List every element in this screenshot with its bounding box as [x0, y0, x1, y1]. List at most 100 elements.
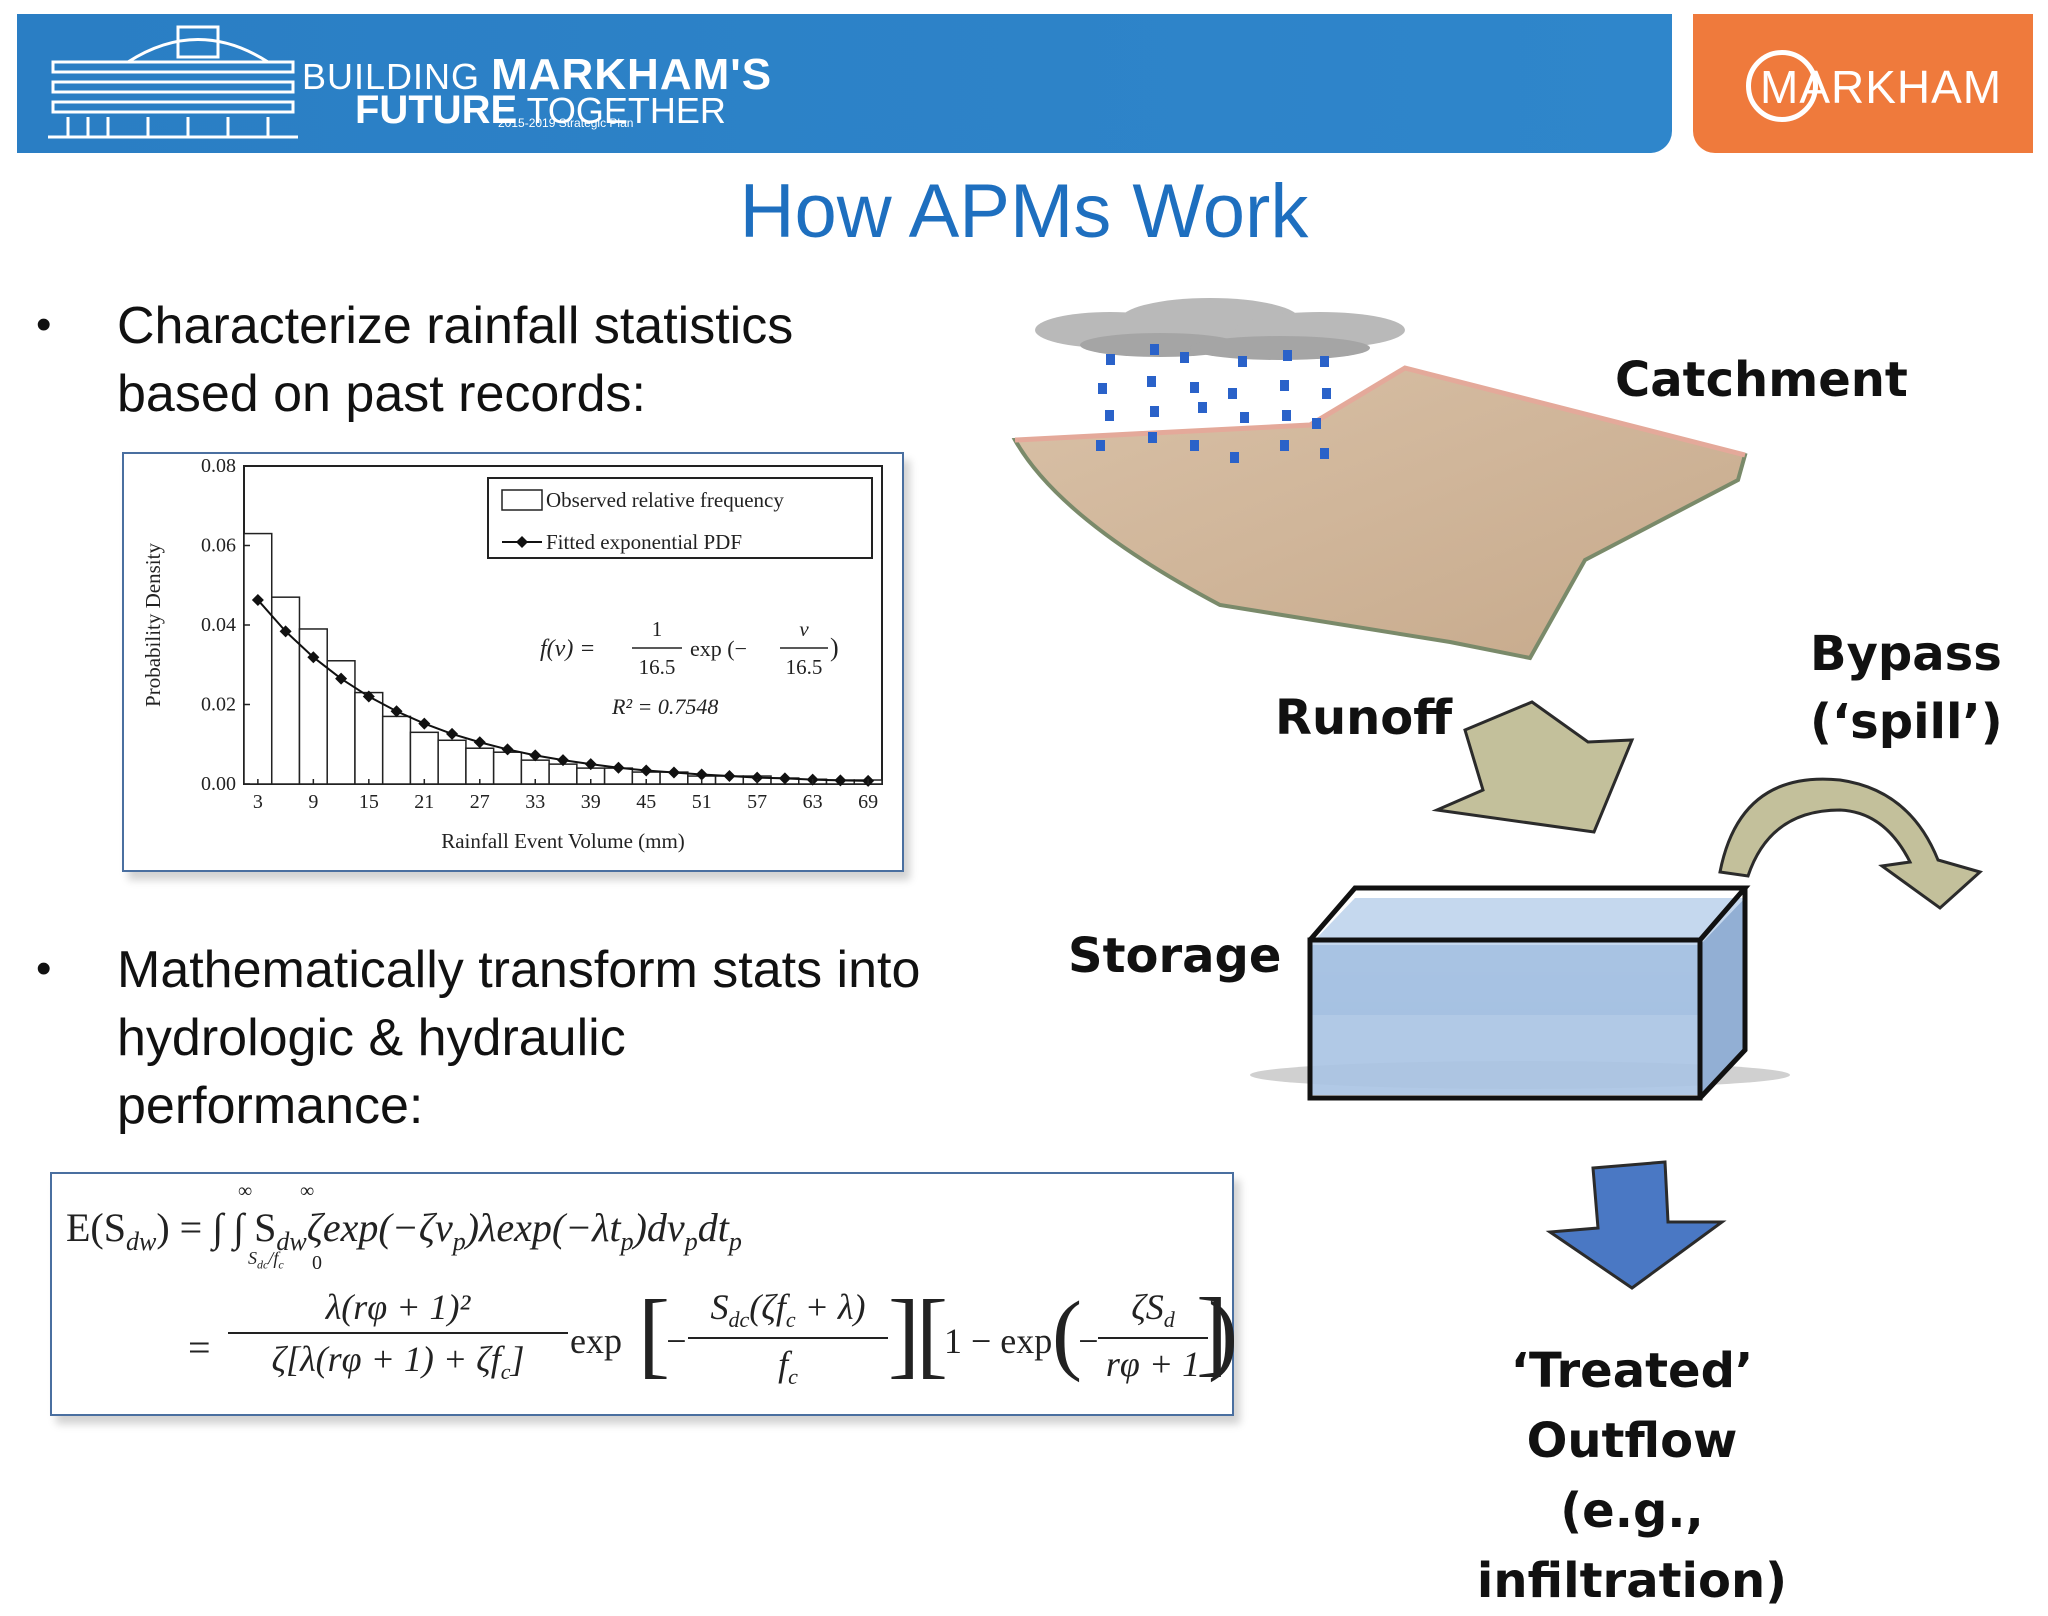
label-outflow: ‘Treated’ Outflow (e.g., infiltration) — [1412, 1336, 1852, 1616]
label-bypass-line-1: Bypass — [1810, 626, 2002, 682]
label-runoff: Runoff — [1275, 690, 1453, 746]
y-tick-label: 0.02 — [201, 694, 236, 716]
fraction-numerator: λ(rφ + 1)² — [325, 1287, 471, 1327]
fitted-point — [418, 717, 431, 730]
catchment-slab — [1011, 365, 1748, 661]
label-outflow-line-2: (e.g., infiltration) — [1476, 1483, 1788, 1609]
integral-upper-limit-2: ∞ — [300, 1180, 315, 1202]
y-tick-label: 0.04 — [201, 614, 236, 636]
legend-line-label: Fitted exponential PDF — [546, 530, 742, 554]
bullet-1-line-1: Characterize rainfall statistics — [117, 297, 794, 355]
rain-cloud-icon — [1035, 298, 1405, 360]
bracket-close-1-icon: ] — [888, 1280, 920, 1387]
fitted-point — [307, 651, 320, 664]
raindrops-icon — [1096, 344, 1331, 463]
histogram-bar — [270, 596, 301, 785]
histogram-bar — [548, 763, 578, 785]
x-tick-label: 51 — [692, 791, 712, 813]
bullet-2: Mathematically transform stats into hydr… — [117, 936, 920, 1140]
histogram-bar — [409, 731, 439, 785]
bullet-1-line-2: based on past records: — [117, 365, 646, 423]
fitted-point — [501, 743, 514, 756]
paren-close-icon: ) — [1208, 1284, 1238, 1383]
storage-tank — [1250, 885, 1790, 1101]
bracket-fraction-1: Sdc(ζfc + λ) fc — [688, 1286, 888, 1390]
runoff-arrow-icon — [1431, 700, 1635, 834]
formula-numerator: 1 — [652, 617, 663, 641]
fitted-point — [251, 593, 264, 606]
equation-one-minus-exp: 1 − exp — [944, 1321, 1053, 1361]
fitted-point — [778, 772, 791, 785]
formula-close-paren: ) — [830, 633, 839, 662]
brand-line-3: 2015-2019 Strategic Plan — [498, 116, 634, 130]
equation-equals: = — [188, 1325, 211, 1370]
histogram-bar — [243, 532, 273, 785]
legend-line-marker — [516, 536, 528, 548]
fitted-point — [529, 749, 542, 762]
fitted-point — [612, 761, 625, 774]
fitted-point — [640, 764, 653, 777]
label-storage: Storage — [1068, 928, 1282, 984]
integral-upper-limit-1: ∞ — [238, 1180, 253, 1202]
bullet-2-line-3: performance: — [117, 1077, 424, 1135]
formula-inner-denominator: 16.5 — [786, 655, 823, 679]
integral-lower-limit-2: 0 — [312, 1252, 322, 1274]
formula-lhs: f(v) = — [540, 636, 596, 662]
x-tick-label: 33 — [525, 791, 545, 813]
bracket-fraction-2: ζSd rφ + 1 — [1098, 1286, 1208, 1385]
bullet-dot-icon: • — [36, 300, 52, 349]
brand-line-1: BUILDING MARKHAM'S — [302, 50, 773, 99]
bracket-open-1-icon: [ — [638, 1280, 670, 1387]
equation-minus-1: − — [664, 1321, 689, 1361]
x-tick-label: 39 — [581, 791, 601, 813]
fitted-point — [557, 754, 569, 767]
bracket-open-2-icon: [ — [916, 1280, 948, 1387]
markham-ring-icon — [1746, 50, 1818, 122]
bracket-close-2-icon: ] — [1196, 1278, 1228, 1385]
label-catchment: Catchment — [1615, 352, 1908, 408]
label-bypass-line-2: (‘spill’) — [1810, 694, 2003, 750]
outflow-arrow-icon — [1545, 1160, 1727, 1290]
histogram-bar — [381, 715, 412, 785]
fitted-point — [335, 672, 348, 685]
formula-inner-numerator: v — [799, 617, 809, 641]
apm-diagram — [1011, 298, 1984, 1290]
fitted-point — [584, 758, 597, 771]
equation-minus-2: − — [1076, 1321, 1101, 1361]
histogram-bar — [437, 739, 467, 785]
fitted-point — [667, 766, 680, 779]
bullet-dot-icon: • — [36, 944, 52, 993]
fitted-point — [723, 770, 736, 783]
fitted-point — [362, 690, 375, 703]
x-tick-label: 3 — [253, 791, 263, 813]
equation-panel: E(Sdw) = ∫ ∫ Sdwζexp(−ζvp)λexp(−λtp)dvpd… — [50, 1172, 1238, 1416]
histogram-bar — [354, 691, 384, 785]
fitted-point — [473, 736, 486, 749]
paren-open-icon: ( — [1052, 1284, 1082, 1383]
x-tick-label: 57 — [747, 791, 767, 813]
fraction-denominator: ζ[λ(rφ + 1) + ζfc] — [271, 1339, 525, 1385]
r-squared: R² = 0.7548 — [611, 694, 718, 719]
x-axis-label: Rainfall Event Volume (mm) — [441, 829, 685, 853]
fitted-point — [446, 727, 459, 740]
fitted-point — [751, 771, 764, 784]
page-title: How APMs Work — [739, 169, 1309, 254]
equation-line-1: E(Sdw) = ∫ ∫ Sdwζexp(−ζvp)λexp(−λtp)dvpd… — [66, 1205, 742, 1256]
histogram-bar — [465, 747, 495, 785]
legend-bar-swatch — [501, 489, 543, 511]
brand-line-2: FUTURE TOGETHER — [355, 88, 726, 132]
x-tick-label: 27 — [470, 791, 490, 813]
markham-logo-text: MARKHAM — [1760, 61, 2003, 113]
equation-exp: exp — [570, 1321, 622, 1361]
bullet-1: Characterize rainfall statistics based o… — [117, 292, 793, 428]
x-tick-label: 69 — [858, 791, 878, 813]
x-tick-label: 9 — [308, 791, 318, 813]
y-axis-label: Probability Density — [141, 543, 165, 707]
x-tick-label: 21 — [414, 791, 434, 813]
y-tick-label: 0.00 — [201, 773, 236, 795]
bullet-2-line-1: Mathematically transform stats into — [117, 941, 921, 999]
legend-bar-label: Observed relative frequency — [546, 488, 784, 512]
bypass-arrow-icon — [1718, 777, 1984, 910]
